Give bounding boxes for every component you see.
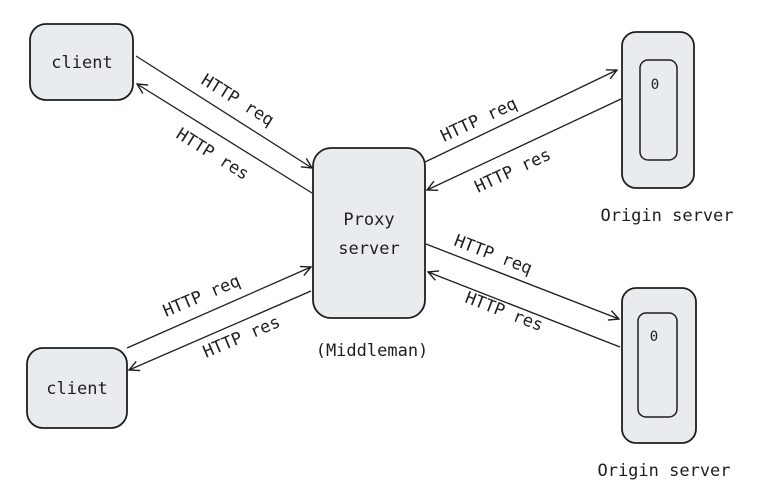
client-bottom-label: client: [46, 379, 107, 399]
proxy-caption: (Middleman): [316, 341, 429, 361]
bottom-origin-res-arrow: [428, 272, 621, 348]
client-top-label: client: [51, 53, 112, 73]
top-origin-res-arrow: [427, 98, 622, 190]
proxy-label-line2: server: [338, 239, 399, 259]
top-client-req-arrow: [135, 55, 312, 168]
top-origin-res-label: HTTP res: [472, 145, 555, 198]
bottom-client-req-label: HTTP req: [160, 271, 243, 321]
proxy-server-node: Proxy server: [312, 147, 426, 319]
bottom-origin-req-label: HTTP req: [451, 231, 535, 279]
bottom-client-req-arrow: [126, 267, 311, 349]
top-origin-req-arrow: [424, 70, 617, 163]
top-client-res-label: HTTP res: [172, 124, 252, 184]
client-bottom-node: client: [26, 347, 128, 429]
bottom-origin-req-arrow: [425, 243, 619, 319]
bottom-origin-res-label: HTTP res: [462, 288, 546, 336]
top-client-res-arrow: [137, 84, 313, 194]
origin-bottom-caption: Origin server: [597, 461, 730, 481]
proxy-label-line1: Proxy: [343, 210, 394, 230]
origin-top-glyph: 0: [651, 77, 659, 93]
origin-bottom-glyph: 0: [650, 329, 658, 345]
top-client-req-label: HTTP req: [197, 70, 277, 130]
client-top-node: client: [29, 23, 134, 101]
origin-server-top-node: 0: [621, 31, 695, 189]
bottom-client-res-arrow: [129, 290, 312, 370]
top-origin-req-label: HTTP req: [438, 94, 521, 147]
bottom-client-res-label: HTTP res: [200, 312, 283, 362]
origin-server-bottom-node: 0: [621, 287, 697, 444]
origin-top-caption: Origin server: [600, 206, 733, 226]
